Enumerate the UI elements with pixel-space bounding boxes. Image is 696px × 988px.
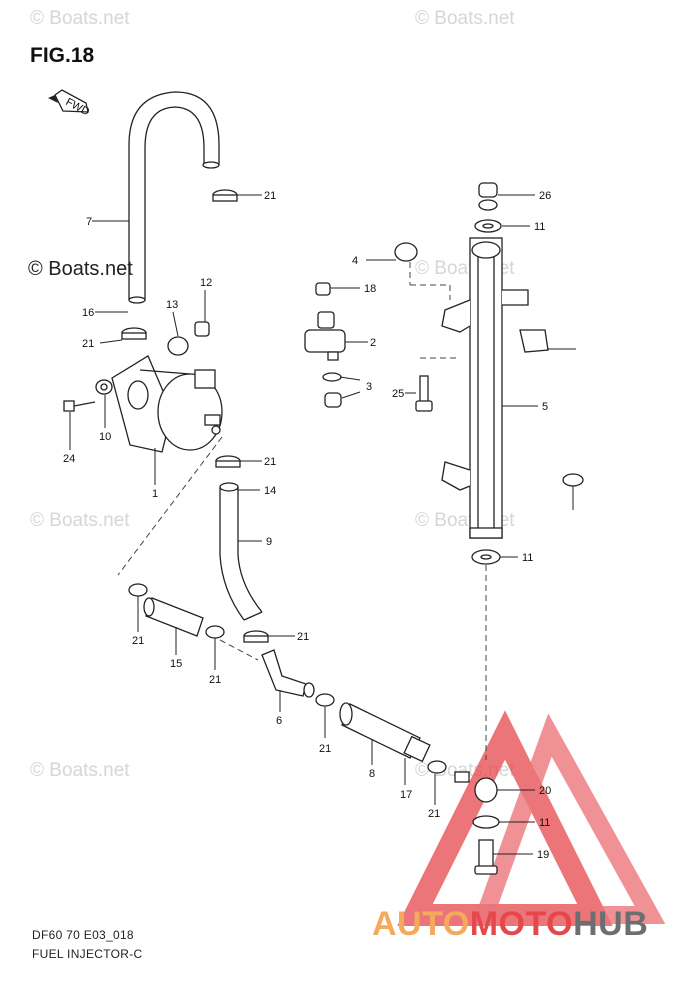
- callout: 21: [319, 743, 331, 755]
- fuel-rail-5: [441, 237, 529, 539]
- callout: 12: [200, 277, 212, 289]
- callout: 17: [400, 789, 412, 801]
- watermark: © Boats.net: [30, 760, 130, 781]
- hose-7: [128, 91, 220, 304]
- callout: 21: [428, 808, 440, 820]
- cap-24: [474, 182, 502, 233]
- watermark: © Boats.net: [30, 510, 130, 531]
- watermark: © Boats.net: [415, 8, 515, 29]
- watermark-strong: © Boats.net: [28, 258, 133, 280]
- callout: 2: [370, 337, 376, 349]
- forward-arrow-icon: FWD: [48, 89, 92, 118]
- small-parts: [63, 321, 210, 412]
- figure-title: FIG.18: [30, 44, 95, 67]
- callout: 5: [542, 401, 548, 413]
- callout: 21: [82, 338, 94, 350]
- callout: 21: [132, 635, 144, 647]
- hose-15: [143, 597, 204, 637]
- clamp-21: [121, 189, 584, 774]
- callout: 3: [366, 381, 372, 393]
- callout: 15: [170, 658, 182, 670]
- footer-name: FUEL INJECTOR-C: [32, 947, 143, 961]
- callout: 20: [539, 785, 551, 797]
- callout: 11: [522, 552, 533, 564]
- callout: 16: [82, 307, 94, 319]
- forward-arrow-label: FWD: [64, 96, 92, 118]
- callout: 8: [369, 768, 375, 780]
- hose-8: [339, 702, 431, 763]
- callout: 21: [264, 456, 276, 468]
- callout: 11: [534, 221, 545, 233]
- callout: 9: [266, 536, 272, 548]
- callout: 13: [166, 299, 178, 311]
- callout: 21: [264, 190, 276, 202]
- clamp-25: [519, 329, 549, 353]
- leader-lines: [69, 194, 576, 855]
- callout: 24: [63, 453, 75, 465]
- watermark: © Boats.net: [30, 8, 130, 29]
- bolt-19: [454, 549, 501, 875]
- callout: 6: [276, 715, 282, 727]
- callout: 10: [99, 431, 111, 443]
- callout: 1: [152, 488, 158, 500]
- injector-2: [304, 242, 418, 408]
- bolt-23: [415, 375, 433, 412]
- fuel-filter-1: [111, 355, 223, 453]
- callout: 21: [297, 631, 309, 643]
- brand-part-1: AUTO: [372, 905, 470, 943]
- brand-part-2: MOTO: [469, 905, 574, 943]
- callout: 21: [209, 674, 221, 686]
- callout: 26: [539, 190, 551, 202]
- joint-6: [261, 649, 315, 698]
- callout: 14: [264, 485, 276, 497]
- callout: 7: [86, 216, 92, 228]
- callout-numbers: 7 21 16 13 12 21 10 24 1 21 14 9 21 15 2…: [63, 190, 551, 861]
- brand-wordmark: AUTOMOTOHUB: [372, 905, 648, 944]
- callout: 18: [364, 283, 376, 295]
- callout: 25: [392, 388, 404, 400]
- footer-code: DF60 70 E03_018: [32, 928, 134, 942]
- callout: 4: [352, 255, 358, 267]
- guide-lines: [117, 262, 487, 760]
- brand-part-3: HUB: [573, 905, 649, 943]
- hose-9: [219, 482, 263, 621]
- callout: 19: [537, 849, 549, 861]
- brand-logo-triangles: [397, 710, 666, 926]
- callout: 11: [539, 817, 550, 829]
